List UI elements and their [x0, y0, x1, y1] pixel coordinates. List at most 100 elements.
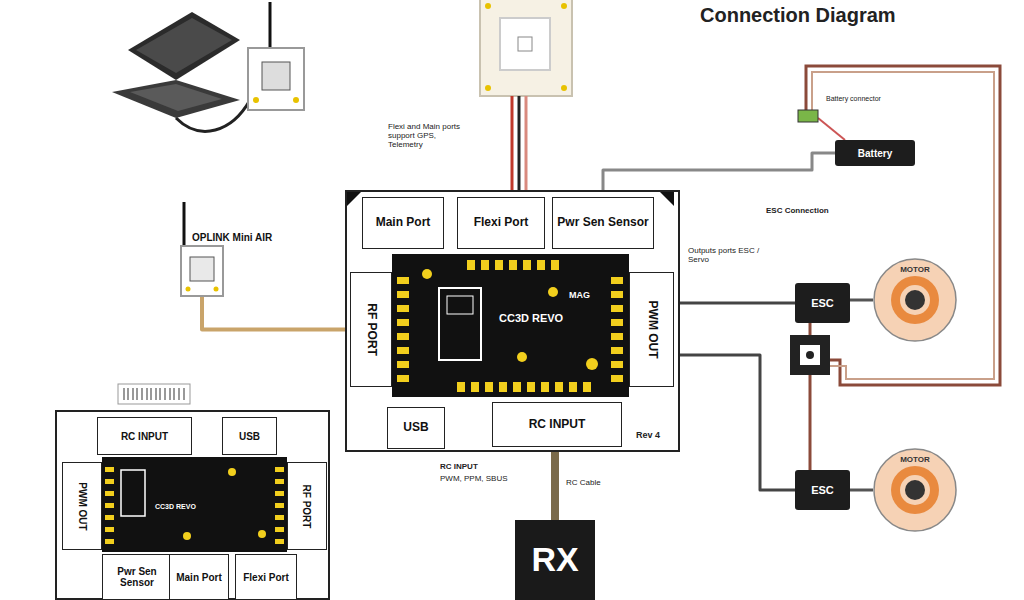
pin-pad: [611, 361, 623, 368]
flight-controller-board-back: CC3D REVO RC INPUT USB PWM OUT RF PORT Pwr Se…: [55, 410, 330, 600]
wire: [511, 96, 514, 191]
pad: [186, 287, 191, 292]
led-dot: [517, 352, 527, 362]
pin-pad: [611, 319, 623, 326]
pin-pad: [611, 277, 623, 284]
node-label: OPLINK Mini AIR: [178, 232, 272, 243]
pin-pad: [397, 319, 409, 326]
node-label: ESC: [811, 297, 834, 309]
motor-ring: [891, 466, 939, 514]
board-corner: [347, 192, 361, 206]
motor-bell: [874, 449, 956, 531]
motor-ring: [891, 276, 939, 324]
pin-pad: [397, 277, 409, 284]
usb-cable: [176, 100, 250, 131]
pad: [561, 3, 567, 9]
port-box: Main Port: [362, 197, 444, 249]
port-box: Flexi Port: [457, 197, 545, 249]
pin-pad: [105, 467, 114, 472]
led-dot: [258, 530, 266, 538]
radio-module-drawing: [180, 245, 224, 297]
pin-pad: [495, 260, 503, 270]
port-label: PWM OUT: [645, 301, 658, 359]
receiver-box: RX: [515, 520, 595, 600]
pin-pad: [275, 527, 284, 532]
led-dot: [548, 287, 558, 297]
led-dot: [183, 532, 191, 540]
motor-shaft: [905, 480, 925, 500]
motor-ring: [900, 285, 930, 315]
port-box: PWM OUT: [62, 462, 102, 550]
port-label: Main Port: [176, 572, 222, 583]
motor: MOTOR: [873, 258, 957, 342]
port-label: Main Port: [376, 216, 431, 229]
wire: [525, 96, 528, 191]
pdb-body: [790, 335, 830, 375]
pin-pad: [275, 539, 284, 544]
node-label: CC3D REVO: [155, 503, 196, 511]
component-box: ESC: [795, 283, 850, 323]
port-label: PWM OUT: [77, 482, 88, 530]
connector-wire: [674, 302, 795, 305]
port-box: USB: [387, 407, 445, 449]
battery-connector: [798, 110, 818, 122]
module-body: [248, 48, 304, 110]
note-label: Rev 4: [636, 430, 660, 440]
pin-pad: [541, 382, 549, 392]
pin-pad: [509, 260, 517, 270]
pin-pad: [275, 503, 284, 508]
port-box: RC INPUT: [97, 417, 192, 455]
node-label: Battery: [858, 148, 892, 159]
power-distribution-board: [790, 322, 830, 471]
laptop-base: [112, 80, 240, 118]
led-dot: [586, 358, 598, 370]
board-corner: [660, 192, 674, 206]
note-label: RC INPUT: [440, 462, 478, 471]
gps-chip: [518, 37, 532, 51]
antenna: [269, 2, 272, 48]
connector-wire: [850, 299, 873, 302]
laptop-keyboard: [130, 84, 222, 111]
chip: [121, 470, 145, 516]
port-label: USB: [239, 431, 260, 442]
pin-pad: [471, 382, 479, 392]
board-core: [102, 457, 287, 552]
port-label: Pwr Sen Sensor: [557, 216, 648, 229]
pin-pad: [499, 382, 507, 392]
pad: [485, 3, 491, 9]
pin-pad: [105, 503, 114, 508]
pdb-face: [800, 345, 820, 365]
pin-pad: [457, 382, 465, 392]
node-label: MOTOR: [900, 456, 930, 465]
wire: [518, 96, 521, 191]
pad: [485, 85, 491, 91]
note-label: Outputs ports ESC / Servo: [688, 246, 770, 264]
pad: [293, 97, 299, 103]
pin-pad: [105, 479, 114, 484]
pin-pad: [105, 539, 114, 544]
port-label: Flexi Port: [474, 216, 529, 229]
port-box: RF PORT: [287, 462, 327, 550]
power-lead: [806, 66, 1000, 385]
port-label: RC INPUT: [529, 418, 586, 431]
pin-pad: [569, 382, 577, 392]
barcode: [124, 388, 184, 400]
pin-pad: [611, 375, 623, 382]
node-label: ESC: [811, 484, 834, 496]
note-label: PWM, PPM, SBUS: [440, 474, 508, 483]
gps-module: [480, 0, 572, 96]
pin-pad: [397, 375, 409, 382]
component-box: Battery: [835, 140, 915, 166]
barcode-sticker: [118, 384, 190, 404]
port-label: Pwr Sen Sensor: [103, 566, 171, 588]
motor-bell: [874, 259, 956, 341]
note-label: Battery connector: [826, 95, 881, 103]
module-chip: [262, 62, 290, 90]
port-label: Flexi Port: [243, 572, 289, 583]
laptop-screen: [128, 12, 240, 80]
pin-pad: [611, 333, 623, 340]
port-box: PWM OUT: [629, 272, 674, 387]
chip: [439, 288, 481, 360]
